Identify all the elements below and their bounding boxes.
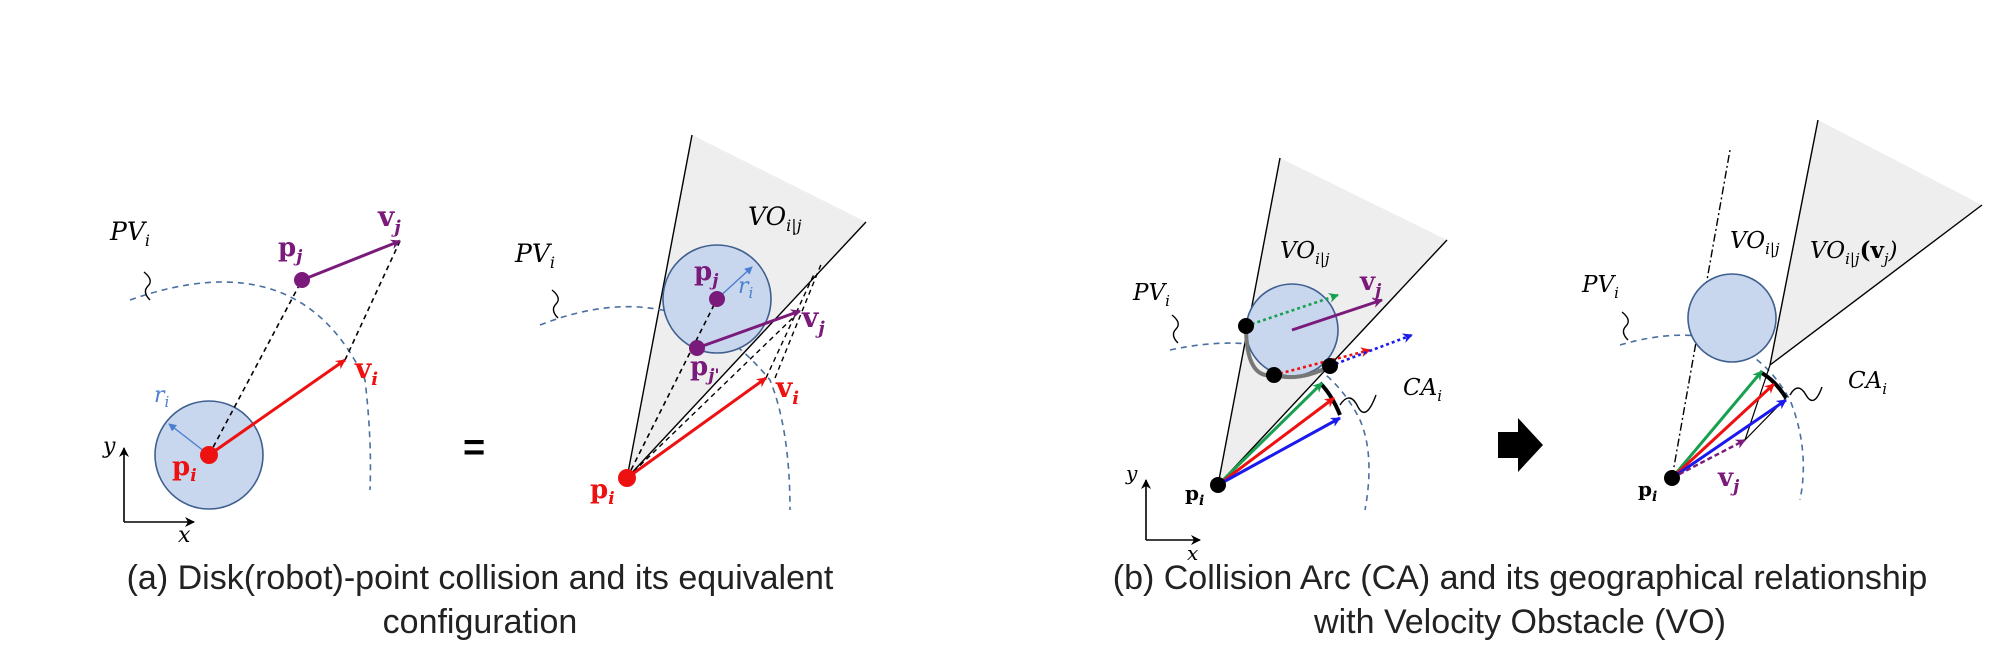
label-pv: PVi	[514, 239, 555, 272]
label-vj: vj	[801, 301, 825, 339]
point-pj	[294, 272, 310, 288]
label-pi: pi	[590, 475, 615, 509]
vector-vj	[1291, 298, 1383, 332]
point-right	[1322, 358, 1338, 374]
label-pj: pj	[278, 233, 303, 267]
vector-red	[1670, 382, 1776, 480]
vo-edge-right	[1769, 204, 1983, 366]
vector-vj	[301, 239, 401, 282]
label-pv: PVi	[109, 217, 150, 250]
label-axis-x: x	[178, 523, 191, 548]
dashed-line-vi-vj2	[774, 261, 823, 379]
pv-leader	[551, 289, 559, 319]
label-vo: VOi|j	[1730, 228, 1780, 258]
pv-arc	[539, 305, 791, 511]
dashed-line-vi-vj1	[765, 271, 816, 379]
label-vi: vi	[775, 371, 799, 409]
point-pj-prime	[689, 340, 705, 356]
caption-a-line2: configuration	[382, 603, 578, 641]
caption-a: (a) Disk(robot)-point collision and its …	[90, 556, 870, 644]
vector-blue	[1671, 398, 1787, 480]
label-vo: VOi|j	[1280, 238, 1330, 268]
dotted-blue	[1329, 333, 1413, 368]
label-ri: ri	[154, 383, 170, 411]
pv-leader	[1171, 314, 1179, 344]
vector-blue	[1217, 416, 1341, 487]
label-vi: vi	[354, 352, 378, 390]
ca-leader	[1789, 386, 1823, 402]
label-pv: PVi	[1132, 280, 1170, 310]
label-pv: PVi	[1581, 272, 1619, 302]
dashed-line-vi-vj	[344, 240, 401, 361]
label-axis-y: y	[1125, 461, 1138, 485]
point-pj	[709, 291, 725, 307]
label-axis-y: y	[102, 434, 116, 459]
point-pi	[1210, 477, 1226, 493]
label-vo-vj: VOi|j(vj)	[1810, 237, 1897, 268]
label-vo: VOi|j	[748, 202, 802, 235]
label-vj: vj	[1359, 267, 1382, 301]
label-ca: CAi	[1848, 368, 1887, 398]
vector-vi	[626, 376, 767, 480]
vector-vj	[696, 309, 801, 350]
pv-arc	[129, 281, 372, 491]
label-pj-prime: pj'	[690, 352, 720, 386]
pv-leader	[1621, 311, 1629, 341]
vector-vj-dashed	[1671, 438, 1746, 480]
panel-b-left: VOi|j PVi vj CAi pi y x	[1125, 157, 1448, 565]
thin-line-a	[1744, 364, 1771, 441]
vo-edge-left	[1769, 119, 1819, 366]
vo-cone-shifted	[1770, 120, 1982, 365]
label-vj: vj	[1717, 463, 1740, 497]
vector-vi	[208, 358, 346, 457]
vo-edge-left	[626, 134, 693, 479]
label-pj: pj	[694, 257, 719, 291]
label-ca: CAi	[1403, 375, 1442, 405]
collision-arc	[1318, 381, 1342, 416]
point-pi	[618, 469, 636, 487]
ca-leader	[1339, 394, 1377, 414]
point-mid	[1266, 367, 1282, 383]
panel-a-left: PVi pj vj vi pi ri y x	[102, 200, 401, 548]
caption-b-line1: (b) Collision Arc (CA) and its geographi…	[1112, 559, 1928, 597]
caption-b-line2: with Velocity Obstacle (VO)	[1314, 603, 1726, 641]
pv-leader	[143, 271, 151, 301]
vector-green	[1216, 381, 1324, 487]
point-left	[1238, 318, 1254, 334]
panel-a-right: VOi|j PVi pj ri vj pj' vi pi	[514, 134, 867, 511]
label-axis-x: x	[1187, 541, 1198, 565]
dotted-green	[1245, 293, 1339, 328]
point-pi	[1664, 470, 1680, 486]
label-pi: pi	[1638, 477, 1657, 505]
panel-b-right: VOi|j VOi|j(vj) PVi CAi pi vj	[1581, 119, 1983, 505]
caption-a-line1: (a) Disk(robot)-point collision and its …	[126, 559, 834, 597]
dotted-red	[1273, 347, 1371, 377]
label-pi: pi	[1185, 481, 1204, 509]
caption-b: (b) Collision Arc (CA) and its geographi…	[1090, 556, 1950, 644]
dashed-line-pi-vj	[626, 310, 801, 479]
pv-arc	[1619, 334, 1805, 501]
point-pi	[200, 446, 218, 464]
equals-sign: =	[463, 427, 485, 469]
dashed-line-pi-pj	[208, 279, 303, 456]
obstacle-disk	[1687, 273, 1777, 363]
label-vj: vj	[377, 200, 401, 238]
vector-green	[1670, 370, 1764, 479]
vo-edge-right	[626, 221, 867, 479]
vector-red	[1217, 396, 1335, 487]
label-ri: ri	[738, 274, 754, 302]
transition-arrow-icon	[1498, 418, 1543, 472]
label-pi: pi	[172, 452, 197, 486]
dashed-line-pi-pj	[626, 298, 718, 479]
